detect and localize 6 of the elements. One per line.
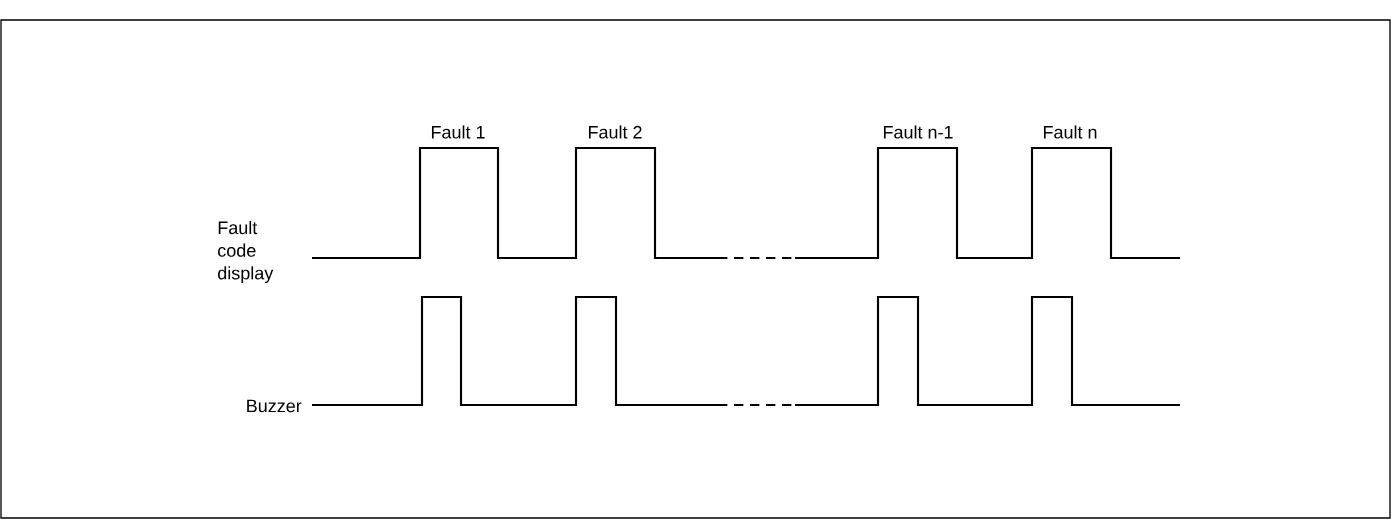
pulse-label: Fault 2 xyxy=(589,125,642,139)
signal-label: Fault code display xyxy=(218,220,274,284)
pulse-label: Fault 1 xyxy=(432,125,485,139)
pulse-label: Fault n xyxy=(1044,125,1097,139)
signal-label: Buzzer xyxy=(247,399,302,413)
pulse-label: Fault n-1 xyxy=(884,125,953,139)
